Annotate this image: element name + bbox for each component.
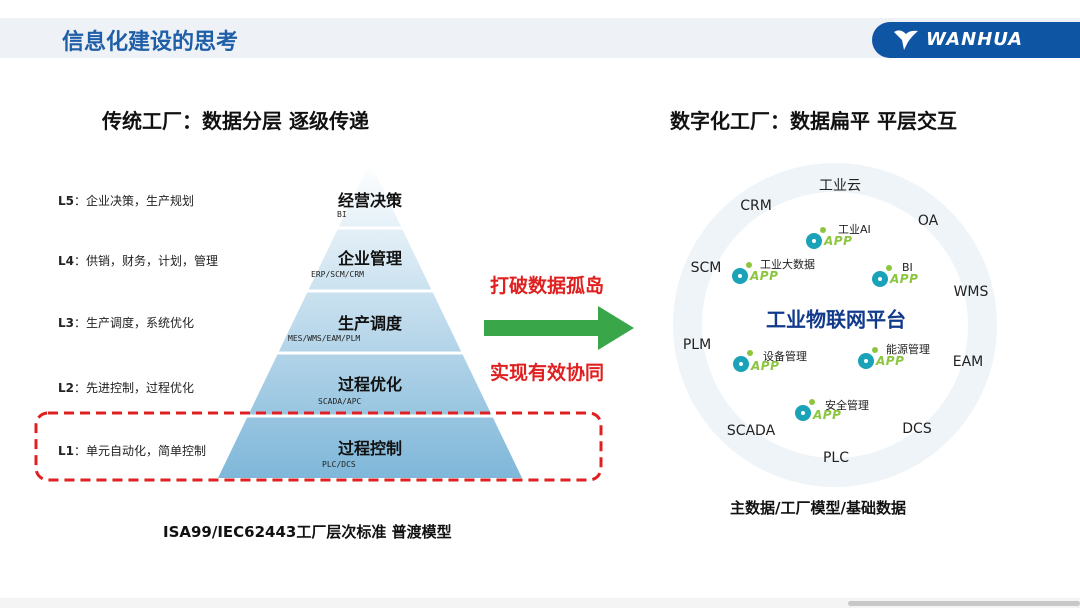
pyramid-layer-systems: BI [337, 210, 347, 219]
collaboration-text: 实现有效协同 [490, 362, 605, 384]
slide-title: 信息化建设的思考 [62, 30, 239, 55]
level-label-l3: L3：生产调度，系统优化 [58, 316, 195, 330]
pyramid-layer-name: 经营决策 [337, 191, 403, 210]
pyramid-layer-name: 企业管理 [337, 249, 403, 268]
level-label-l2: L2：先进控制，过程优化 [58, 381, 195, 395]
app-safety-management: 安全管理 APP [795, 397, 895, 427]
ring-label: EAM [952, 354, 984, 370]
level-label-l5: L5：企业决策，生产规划 [58, 194, 195, 208]
app-bi: BI APP [872, 261, 942, 291]
pyramid-layer-name: 过程控制 [337, 439, 403, 458]
gear-icon [872, 271, 888, 287]
app-industrial-ai: 工业AI APP [806, 221, 886, 251]
wanhua-logo: WANHUA [872, 22, 1080, 58]
pyramid-layer-name: 生产调度 [337, 314, 403, 333]
app-industrial-big-data: 工业大数据 APP [732, 256, 832, 286]
pyramid-layer-systems: MES/WMS/EAM/PLM [288, 334, 361, 343]
l1-highlight-box [34, 411, 603, 482]
inner-circle [702, 192, 968, 458]
gear-icon [795, 405, 811, 421]
left-section-title: 传统工厂：数据分层 逐级传递 [102, 109, 369, 133]
scrollbar-thumb[interactable] [848, 601, 1080, 606]
pyramid-layer-name: 过程优化 [337, 375, 403, 394]
level-label-l4: L4：供销，财务，计划，管理 [58, 254, 219, 268]
level-label-l1: L1：单元自动化，简单控制 [58, 444, 207, 458]
pyramid-shape [218, 162, 522, 478]
ring-label: SCM [690, 260, 722, 276]
wanhua-logo-mark-icon [894, 30, 918, 50]
gear-icon [732, 268, 748, 284]
gear-icon [733, 356, 749, 372]
small-gear-icon [886, 265, 892, 271]
ring-label: SCADA [726, 423, 776, 439]
iot-platform-title: 工业物联网平台 [766, 307, 906, 332]
right-footnote: 主数据/工厂模型/基础数据 [730, 499, 906, 517]
ring-label: CRM [740, 198, 772, 214]
right-arrow-icon [484, 306, 634, 350]
left-footnote: ISA99/IEC62443工厂层次标准 普渡模型 [163, 523, 452, 541]
break-silos-text: 打破数据孤岛 [490, 275, 605, 297]
logo-text: WANHUA [926, 29, 1024, 50]
horizontal-scrollbar[interactable] [0, 598, 1080, 608]
ring-label: 工业云 [819, 178, 861, 194]
gear-icon [858, 353, 874, 369]
ring-label: DCS [902, 421, 932, 437]
ring-label: PLM [682, 337, 712, 353]
pyramid-layer-systems: PLC/DCS [322, 460, 356, 469]
small-gear-icon [747, 350, 753, 356]
ring-label: OA [917, 213, 939, 229]
gear-icon [806, 233, 822, 249]
ring-label: WMS [953, 284, 989, 300]
small-gear-icon [746, 262, 752, 268]
pyramid-layer-systems: ERP/SCM/CRM [311, 270, 364, 279]
app-equipment-management: 设备管理 APP [733, 348, 833, 378]
right-section-title: 数字化工厂：数据扁平 平层交互 [670, 109, 957, 133]
small-gear-icon [809, 399, 815, 405]
small-gear-icon [820, 227, 826, 233]
app-energy-management: 能源管理 APP [858, 341, 958, 371]
pyramid-layer-systems: SCADA/APC [318, 397, 362, 406]
small-gear-icon [872, 347, 878, 353]
ring-label: PLC [822, 450, 850, 466]
